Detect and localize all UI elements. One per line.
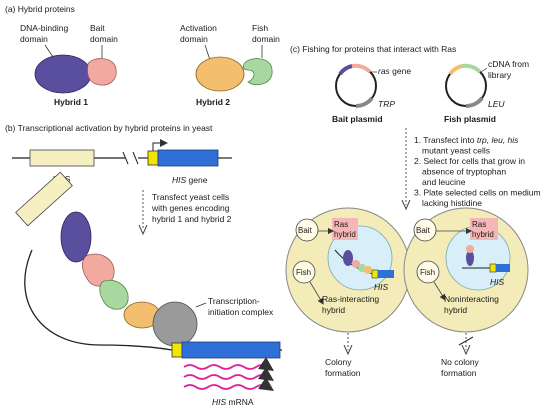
uas-element [29,149,95,167]
cell-1-bait-label: Bait [298,226,313,235]
bound-uas-element [15,171,73,227]
bound-dna-binding-domain [60,211,92,263]
hybrid1-label: Hybrid 1 [54,97,88,107]
transfect-text-2: with genes encoding [151,203,230,213]
no-colony-label-2: formation [441,368,477,378]
bound-fish-domain [99,279,129,310]
cell-1-interacting: Bait Ras hybrid HIS Fish Ras-interacting… [285,207,411,333]
no-colony-label-1: No colony [441,357,480,367]
cell-1-bait-circle [295,218,319,242]
cell-1-fish-label: Fish [296,268,311,277]
cell-2-bait-circle [413,218,437,242]
complex-label-2: initiation complex [208,307,274,317]
colony-label-2: formation [325,368,361,378]
panel-b-header: (b) Transcriptional activation by hybrid… [5,123,213,133]
cell-2-ras-label: Ras [472,220,486,229]
cell-2-noninteracting: Bait Ras hybrid HIS Fish Noninteracting … [403,207,529,333]
cell-2-hybrid-label: hybrid [472,230,494,239]
dna-binding-domain-shape [34,54,92,94]
cell-1-ras-label: Ras [334,220,348,229]
panel-a: (a) Hybrid proteins DNA-binding domain B… [5,4,280,107]
transcription-start-arrow [152,139,168,151]
fish-domain-label-2: domain [252,34,280,44]
dna-binding-label-2: domain [20,34,48,44]
cdna-label-1: cDNA from [488,59,529,69]
transcription-complex-shape [152,301,198,347]
cell-1-interacting-label-1: Ras-interacting [322,294,379,304]
cell-2-bait-label: Bait [416,226,431,235]
activation-domain-label-2: domain [180,34,208,44]
dna-binding-label-1: DNA-binding [20,23,68,33]
fish-domain-shape [242,58,273,86]
colony-label-1: Colony [325,357,352,367]
bait-domain-label-1: Bait [90,23,105,33]
procedure-step-line: lacking histidine [422,198,482,208]
panel-a-header: (a) Hybrid proteins [5,4,75,14]
his-gene-box [157,149,219,167]
activation-domain-label-1: Activation [180,23,217,33]
bait-domain-label-2: domain [90,34,118,44]
bait-domain-shape [87,58,117,86]
cell-2-fish-label: Fish [420,268,435,277]
cell-2-noninteracting-label-2: hybrid [444,305,467,315]
hybrid2-label: Hybrid 2 [196,97,230,107]
procedure-step-line: 3. Plate selected cells on medium [414,188,541,198]
bait-plasmid-label: Bait plasmid [332,114,383,124]
fish-domain-label-1: Fish [252,23,268,33]
bound-promoter-box [171,342,183,358]
hybrid1-protein [34,54,117,94]
procedure-step-line: mutant yeast cells [422,146,490,156]
cdna-label-2: library [488,70,512,80]
cell-2-noninteracting-label-1: Noninteracting [444,294,499,304]
hybrid2-protein [195,56,273,92]
procedure-step-line: and leucine [422,177,466,187]
fish-plasmid-label: Fish plasmid [444,114,496,124]
panel-b: (b) Transcriptional activation by hybrid… [5,123,282,407]
cell-2-his-label: HIS [490,277,505,287]
cell-1-his-label: HIS [374,282,389,292]
cell-1-ras-hybrid-box [332,218,358,240]
procedure-step-line: absence of tryptophan [422,167,506,177]
mrna-transcripts [183,357,274,391]
panel-c-header: (c) Fishing for proteins that interact w… [290,44,456,54]
panel-c: (c) Fishing for proteins that interact w… [285,44,541,378]
transfect-text-1: Transfect yeast cells [152,192,229,202]
complex-label-1: Transcription- [208,296,260,306]
procedure-step-line: 1. Transfect into trp, leu, his [414,135,519,145]
transfect-text-3: hybrid 1 and hybrid 2 [152,214,232,224]
dna-loop [24,249,173,351]
activation-domain-shape [195,56,245,92]
cell-2-ras-hybrid-box [470,218,498,240]
bound-his-gene-box [181,341,281,359]
cell-1-fish-circle [292,260,316,284]
cell-2-fish-circle [416,260,440,284]
cell-1-hybrid-label: hybrid [334,230,356,239]
leu-label: LEU [488,99,505,109]
procedure-step-line: 2. Select for cells that grow in [414,156,525,166]
no-colony-slash [458,336,474,346]
cell-1-interacting-label-2: hybrid [322,305,345,315]
ras-gene-label: ras gene [378,66,411,76]
promoter-box [147,150,159,166]
his-mrna-label: HIS mRNA [212,397,254,407]
his-gene-label: HIS gene [172,175,208,185]
trp-label: TRP [378,99,395,109]
